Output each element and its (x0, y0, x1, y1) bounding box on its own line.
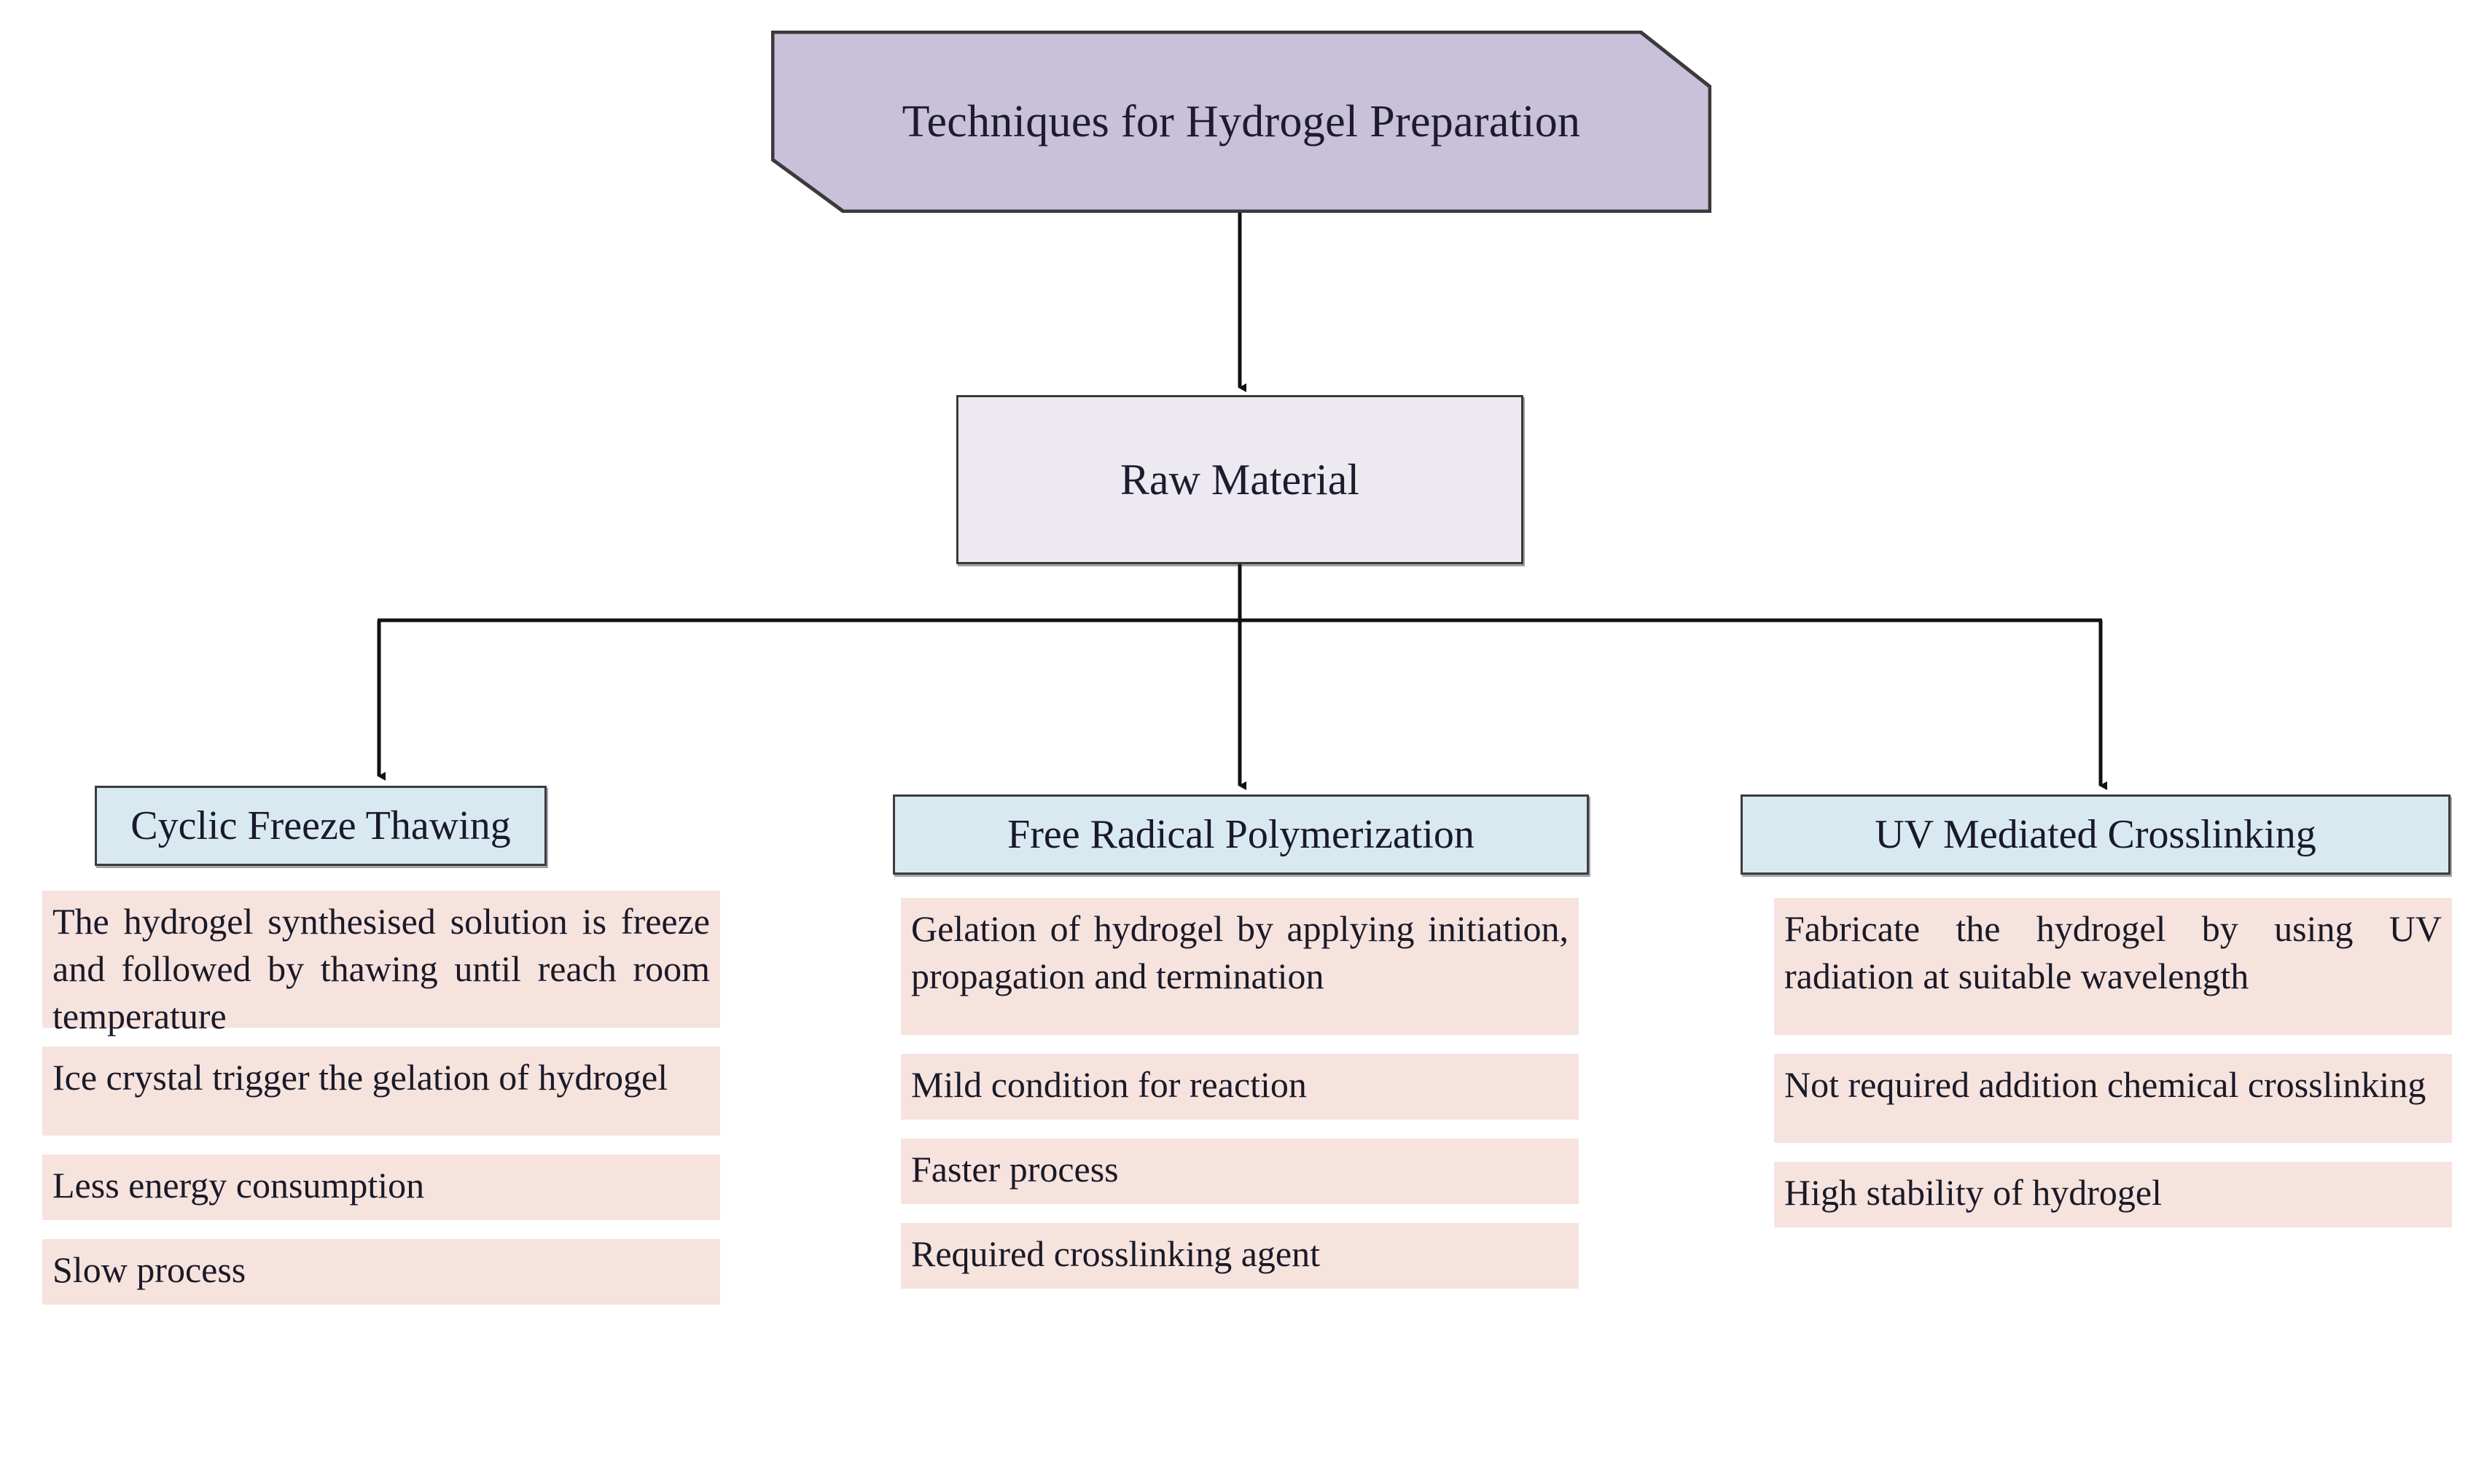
raw-material-node: Raw Material (956, 395, 1523, 564)
branch-header-3[interactable]: UV Mediated Crosslinking (1741, 794, 2450, 875)
list-item: High stability of hydrogel (1774, 1162, 2452, 1227)
branch-items-3: Fabricate the hydrogel by using UV radia… (1774, 898, 2452, 1227)
title-banner-label: Techniques for Hydrogel Preparation (902, 96, 1581, 147)
title-banner-shape (771, 31, 1711, 213)
title-banner-outline (771, 31, 1711, 213)
list-item: Mild condition for reaction (901, 1054, 1579, 1120)
branch-column-3: UV Mediated Crosslinking (1741, 794, 2450, 875)
branch-header-2-label: Free Radical Polymerization (1007, 812, 1475, 857)
list-item: The hydrogel synthesised solution is fre… (42, 891, 720, 1036)
branch-column-2: Free Radical Polymerization (893, 794, 1589, 875)
branch-header-1-label: Cyclic Freeze Thawing (130, 803, 511, 848)
list-item: Faster process (901, 1139, 1579, 1204)
branch-items-2: Gelation of hydrogel by applying initiat… (901, 898, 1579, 1289)
branch-header-3-label: UV Mediated Crosslinking (1875, 812, 2316, 857)
list-item: Less energy consumption (42, 1155, 720, 1220)
branch-header-2[interactable]: Free Radical Polymerization (893, 794, 1589, 875)
branch-column-1: Cyclic Freeze Thawing (95, 786, 547, 866)
list-item: Slow process (42, 1239, 720, 1305)
branch-header-1[interactable]: Cyclic Freeze Thawing (95, 786, 547, 866)
list-item: Not required addition chemical crosslink… (1774, 1054, 2452, 1143)
list-item: Required crosslinking agent (901, 1223, 1579, 1289)
title-banner: Techniques for Hydrogel Preparation (771, 31, 1711, 213)
branch-items-1: The hydrogel synthesised solution is fre… (42, 891, 720, 1305)
list-item: Gelation of hydrogel by applying initiat… (901, 898, 1579, 1035)
list-item: Fabricate the hydrogel by using UV radia… (1774, 898, 2452, 1035)
list-item: Ice crystal trigger the gelation of hydr… (42, 1047, 720, 1136)
raw-material-label: Raw Material (1120, 455, 1360, 504)
